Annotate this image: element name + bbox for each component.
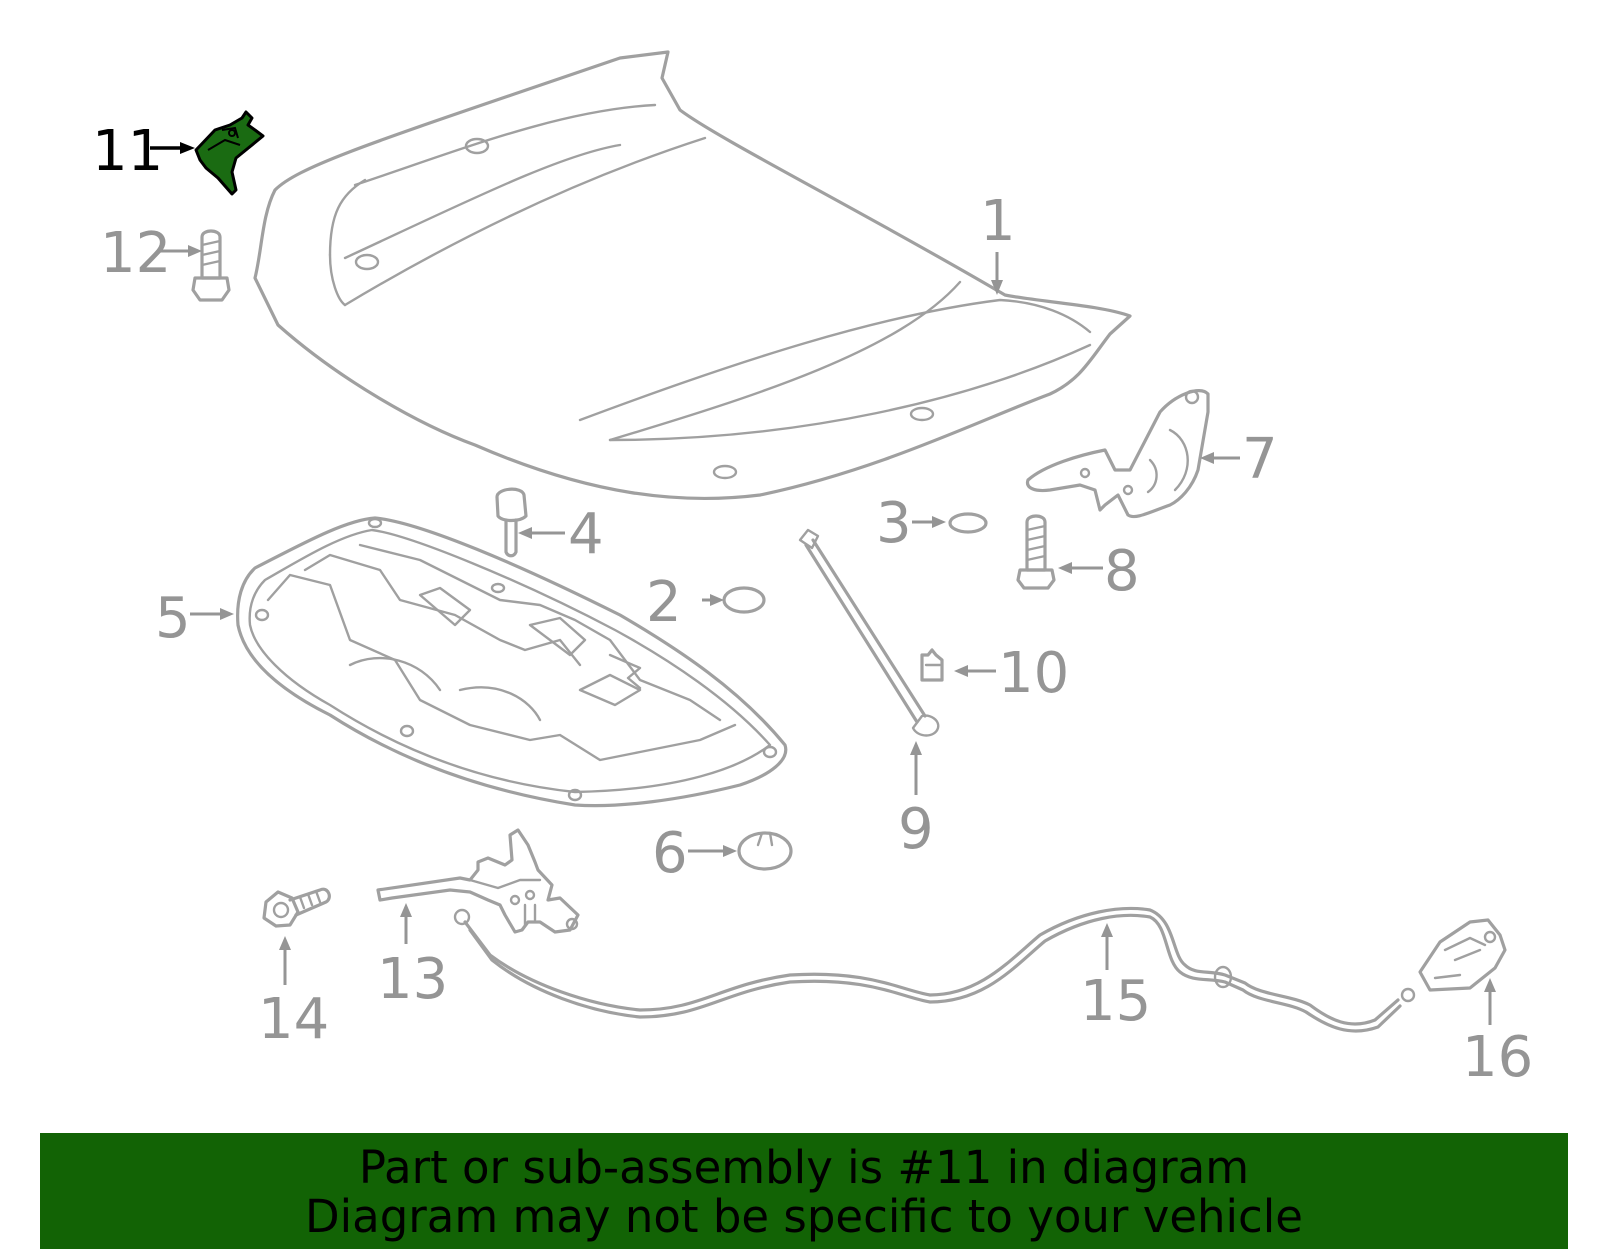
callout-7: 7 [1242,427,1278,492]
clip[interactable] [920,648,944,682]
hood-hinge[interactable] [1025,389,1210,519]
hood-insulator[interactable] [236,516,788,808]
hood-bumper-stop[interactable] [495,487,528,558]
hood-support-rod[interactable] [798,528,940,737]
callout-13: 13 [377,947,448,1012]
callout-16: 16 [1462,1025,1533,1090]
bolt-12[interactable] [191,229,231,302]
bolt-14[interactable] [262,887,331,928]
callout-3: 3 [876,491,912,556]
callout-14: 14 [258,987,329,1052]
hood-release-cable[interactable] [453,906,1416,1033]
bolt-8[interactable] [1016,514,1056,590]
callout-5: 5 [155,586,191,651]
hood-lock[interactable] [376,828,580,934]
callout-15: 15 [1080,969,1151,1034]
callout-10: 10 [998,641,1069,706]
callout-11: 11 [92,119,163,184]
callout-2: 2 [646,570,682,635]
hood-release-handle[interactable] [1418,918,1507,992]
callout-4: 4 [568,502,604,567]
banner-line-1: Part or sub-assembly is #11 in diagram [358,1141,1250,1194]
highlighted-bracket-11[interactable] [194,110,265,196]
callout-9: 9 [898,797,934,862]
banner-line-2: Diagram may not be specific to your vehi… [305,1190,1303,1243]
callout-1: 1 [980,189,1016,254]
hood-panel[interactable] [253,50,1132,501]
seal-ring-3[interactable] [948,512,988,534]
hole-plug[interactable] [737,831,793,871]
callout-8: 8 [1104,539,1140,604]
callout-12: 12 [100,221,171,286]
seal-ring-2[interactable] [722,586,766,614]
info-banner: Part or sub-assembly is #11 in diagram D… [40,1133,1568,1249]
callout-6: 6 [652,821,688,886]
